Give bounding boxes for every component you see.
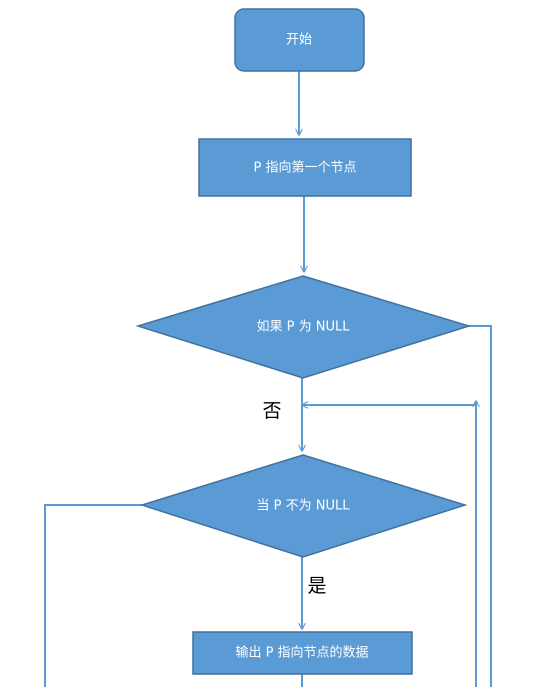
start-shape [234,8,365,72]
loop-cond-label: 当 P 不为 NULL [257,499,351,514]
node-start[interactable]: 开始 [234,8,365,72]
start-label: 开始 [286,33,312,48]
init-label: P 指向第一个节点 [254,160,357,176]
node-output[interactable]: 输出 P 指向节点的数据 [192,631,413,675]
node-loop-cond[interactable]: 当 P 不为 NULL [139,454,468,558]
node-init[interactable]: P 指向第一个节点 [198,138,412,197]
edge-loop-cond-false-exit [44,504,142,687]
init-shape [198,138,412,197]
edge-label-yes: 是 [307,575,326,597]
output-label: 输出 P 指向节点的数据 [235,645,368,661]
check-null-shape [135,275,472,379]
check-null-label: 如果 P 为 NULL [257,319,351,335]
edges [44,71,492,687]
output-shape [192,631,413,675]
node-check-null[interactable]: 如果 P 为 NULL [135,275,472,379]
edge-label-no: 否 [262,400,281,422]
edge-check-null-yes-exit [469,325,492,687]
loop-cond-shape [139,454,468,558]
